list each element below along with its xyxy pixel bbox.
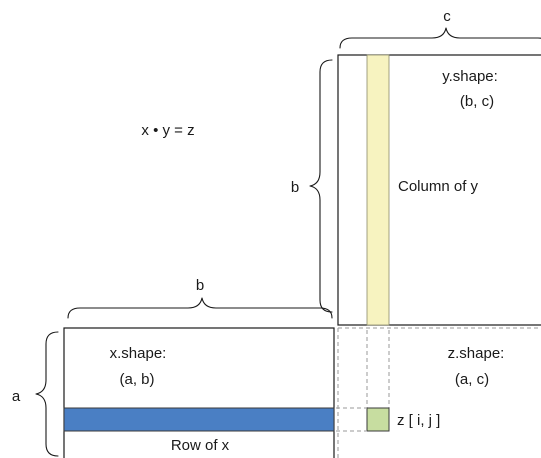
y-height-brace [309, 59, 333, 313]
y-width-label: c [443, 8, 451, 25]
y-shape-label: y.shape: [442, 68, 498, 85]
z-element-highlight [366, 407, 390, 432]
x-height-label: a [12, 388, 21, 405]
y-height-label: b [291, 179, 299, 196]
z-element-label: z [ i, j ] [397, 412, 440, 429]
y-shape-value: (b, c) [460, 93, 494, 110]
equation-label: x • y = z [141, 122, 194, 139]
x-width-brace [67, 297, 333, 319]
z-shape-label: z.shape: [448, 345, 505, 362]
x-matrix [63, 327, 335, 458]
x-shape-label: x.shape: [110, 345, 167, 362]
y-column-highlight [366, 54, 390, 326]
x-shape-value: (a, b) [119, 371, 154, 388]
z-shape-value: (a, c) [455, 371, 489, 388]
x-row-highlight [63, 407, 335, 432]
x-height-brace [35, 331, 59, 457]
x-row-label: Row of x [171, 437, 230, 454]
y-width-brace [339, 27, 541, 49]
x-width-label: b [196, 277, 204, 294]
y-column-label: Column of y [398, 178, 479, 195]
